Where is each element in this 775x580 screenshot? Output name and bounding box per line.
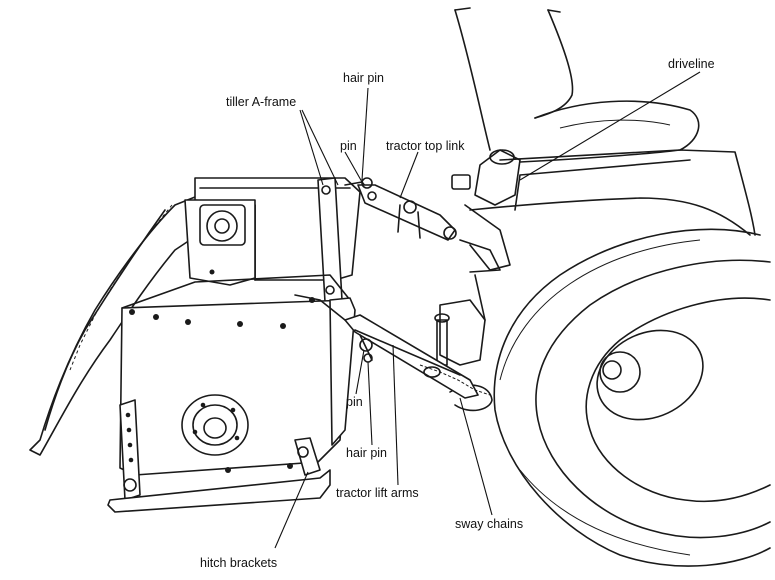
- label-hair-pin-top: hair pin: [343, 71, 384, 85]
- label-hair-pin-bottom: hair pin: [346, 446, 387, 460]
- label-pin-bottom: pin: [346, 395, 363, 409]
- label-tractor-lift-arms: tractor lift arms: [336, 486, 419, 500]
- label-driveline: driveline: [668, 57, 715, 71]
- label-tiller-a-frame: tiller A-frame: [226, 95, 296, 109]
- tractor-seat-back: [454, 9, 574, 151]
- tiller: [29, 177, 373, 513]
- tractor-lift-linkage: [439, 299, 486, 366]
- leader-hair-pin-bottom: [367, 361, 373, 446]
- label-hitch-brackets: hitch brackets: [200, 556, 277, 570]
- tractor-fender: [499, 149, 756, 236]
- leader-lift-arms: [392, 344, 399, 486]
- leader-sway-chains: [459, 397, 493, 516]
- tractor-seat-cushion: [519, 100, 700, 163]
- leader-driveline: [519, 71, 701, 181]
- leader-a-frame-2: [301, 109, 339, 186]
- hitch-linkage: [294, 177, 491, 399]
- leader-hitch-brackets: [274, 471, 309, 549]
- hood-chain: [69, 204, 173, 371]
- tractor: [434, 7, 771, 567]
- leader-tractor-top-link: [399, 151, 419, 199]
- label-sway-chains: sway chains: [455, 517, 523, 531]
- tiller-gearbox: [184, 199, 256, 286]
- sway-chain: [419, 364, 491, 396]
- tiller-skid-bar: [107, 469, 331, 513]
- tractor-lift-arm: [344, 314, 479, 399]
- leader-a-frame-1: [299, 109, 324, 186]
- leader-hair-pin-top: [361, 87, 369, 181]
- rotor-hub: [181, 394, 249, 456]
- label-tractor-top-link: tractor top link: [386, 139, 465, 153]
- labels: hair pin tiller A-frame driveline pin tr…: [200, 57, 715, 570]
- leader-lines: [274, 71, 701, 549]
- tractor-rear-wheel: [493, 228, 771, 567]
- shield-rivets: [129, 297, 315, 473]
- leader-pin-top: [344, 151, 363, 183]
- label-pin-top: pin: [340, 139, 357, 153]
- leader-pin-bottom: [355, 349, 365, 395]
- depth-bar: [119, 399, 141, 501]
